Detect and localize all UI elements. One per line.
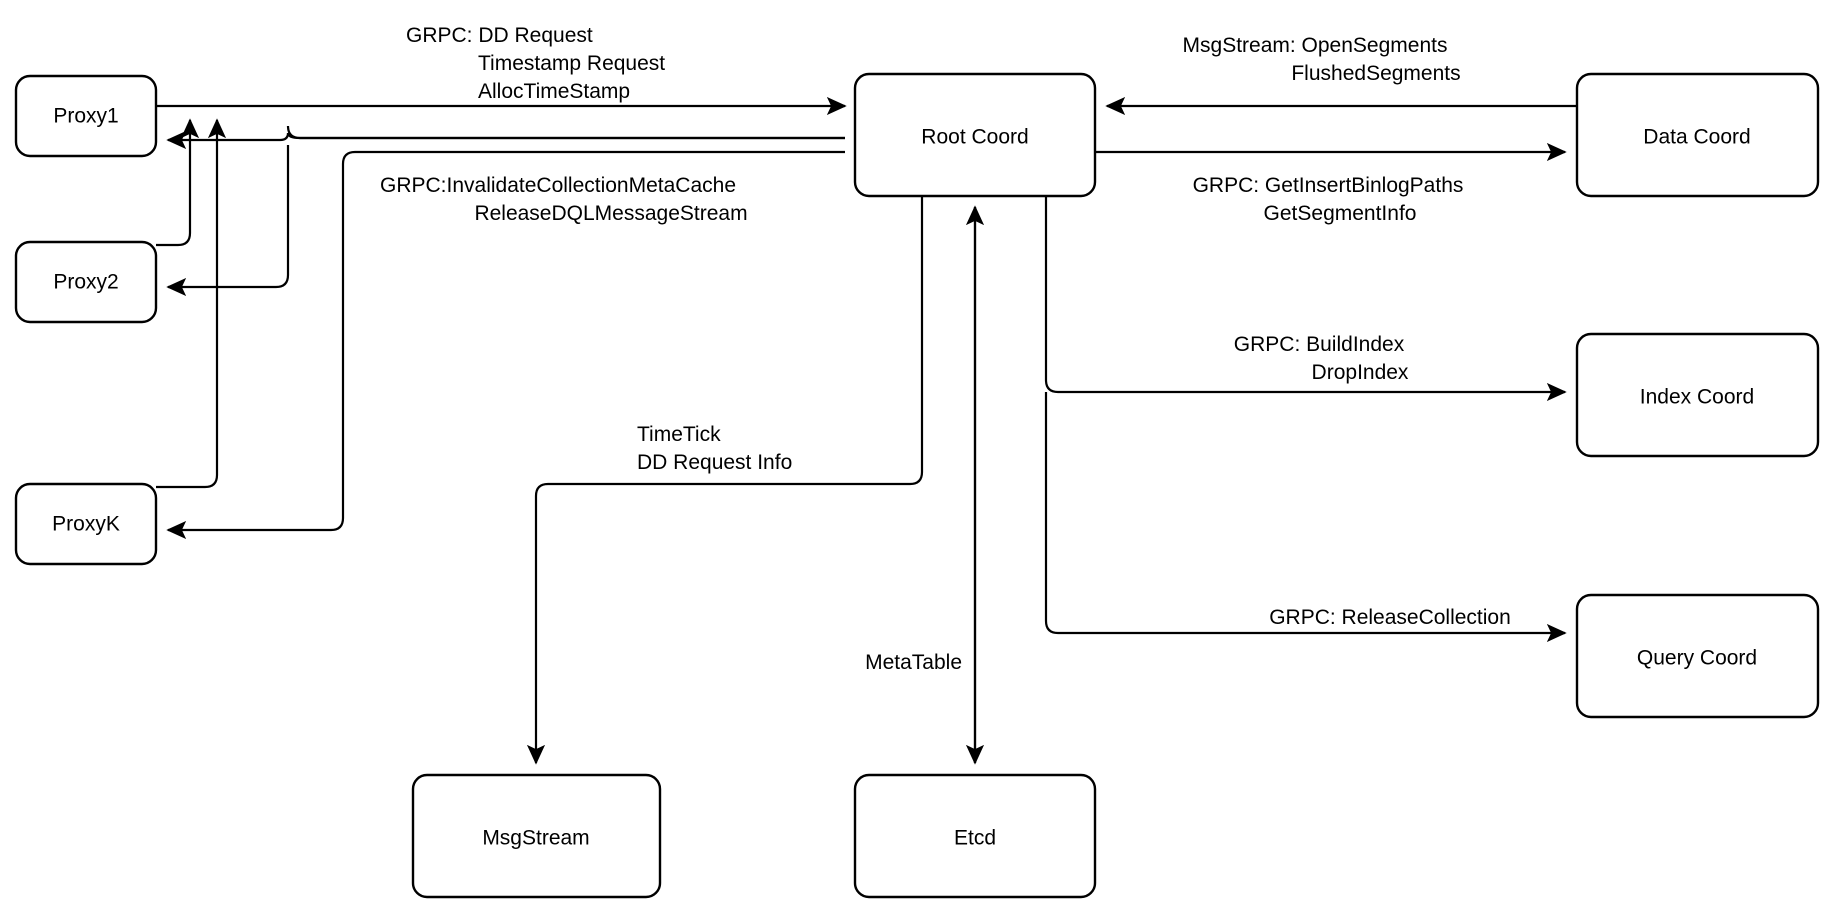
- node-data-coord[interactable]: Data Coord: [1575, 72, 1820, 198]
- label-rootcoord-to-etcd-line1: MetaTable: [865, 651, 962, 674]
- edge-rootcoord-to-indexcoord: [1044, 195, 1567, 402]
- edge-proxy2-to-rootcoord: [156, 118, 200, 247]
- edge-proxyk-to-rootcoord: [156, 118, 227, 489]
- label-proxy-to-rootcoord-line2: Timestamp Request: [478, 52, 665, 75]
- label-proxy-to-rootcoord-line1: GRPC: DD Request: [406, 24, 593, 47]
- node-root-coord-label: Root Coord: [921, 126, 1028, 149]
- label-datacoord-to-rootcoord-line2: FlushedSegments: [1291, 62, 1460, 85]
- node-msgstream-label: MsgStream: [482, 827, 589, 850]
- node-etcd[interactable]: Etcd: [853, 773, 1097, 899]
- edge-rootcoord-to-proxy2: [166, 145, 290, 297]
- label-rootcoord-to-proxy-line2: ReleaseDQLMessageStream: [474, 202, 747, 225]
- label-rootcoord-to-datacoord: GRPC: GetInsertBinlogPaths GetSegmentInf…: [1193, 174, 1464, 225]
- edge-rootcoord-to-querycoord: [1044, 392, 1567, 643]
- edge-rootcoord-to-msgstream: [526, 195, 924, 765]
- node-data-coord-label: Data Coord: [1643, 126, 1750, 149]
- label-rootcoord-to-indexcoord: GRPC: BuildIndex DropIndex: [1234, 333, 1409, 384]
- label-datacoord-to-rootcoord: MsgStream: OpenSegments FlushedSegments: [1183, 34, 1461, 85]
- node-etcd-label: Etcd: [954, 827, 996, 850]
- label-rootcoord-to-indexcoord-line2: DropIndex: [1312, 361, 1409, 384]
- node-query-coord[interactable]: Query Coord: [1575, 593, 1820, 719]
- label-rootcoord-to-querycoord: GRPC: ReleaseCollection: [1269, 606, 1511, 629]
- label-rootcoord-to-msgstream-line1: TimeTick: [637, 423, 721, 446]
- node-proxy1[interactable]: Proxy1: [14, 74, 158, 158]
- node-root-coord[interactable]: Root Coord: [853, 72, 1097, 198]
- edge-rootcoord-to-proxy1: [166, 125, 845, 150]
- label-rootcoord-to-etcd: MetaTable: [865, 651, 962, 674]
- label-rootcoord-to-proxy: GRPC:InvalidateCollectionMetaCache Relea…: [380, 174, 748, 225]
- node-proxy2[interactable]: Proxy2: [14, 240, 158, 324]
- node-proxy1-label: Proxy1: [53, 105, 118, 128]
- node-proxyk[interactable]: ProxyK: [14, 482, 158, 566]
- label-rootcoord-to-datacoord-line2: GetSegmentInfo: [1264, 202, 1417, 225]
- label-rootcoord-to-querycoord-line1: GRPC: ReleaseCollection: [1269, 606, 1511, 629]
- node-index-coord-label: Index Coord: [1640, 386, 1754, 409]
- label-proxy-to-rootcoord: GRPC: DD Request Timestamp Request Alloc…: [406, 24, 665, 103]
- label-rootcoord-to-msgstream-line2: DD Request Info: [637, 451, 792, 474]
- label-rootcoord-to-msgstream: TimeTick DD Request Info: [637, 423, 792, 474]
- node-index-coord[interactable]: Index Coord: [1575, 332, 1820, 458]
- label-rootcoord-to-proxy-line1: GRPC:InvalidateCollectionMetaCache: [380, 174, 736, 197]
- edge-rootcoord-to-proxyk: [166, 150, 845, 540]
- label-datacoord-to-rootcoord-line1: MsgStream: OpenSegments: [1183, 34, 1448, 57]
- label-rootcoord-to-indexcoord-line1: GRPC: BuildIndex: [1234, 333, 1405, 356]
- node-proxyk-label: ProxyK: [52, 513, 120, 536]
- label-rootcoord-to-datacoord-line1: GRPC: GetInsertBinlogPaths: [1193, 174, 1464, 197]
- label-proxy-to-rootcoord-line3: AllocTimeStamp: [478, 80, 630, 103]
- node-proxy2-label: Proxy2: [53, 271, 118, 294]
- node-query-coord-label: Query Coord: [1637, 647, 1757, 670]
- node-msgstream[interactable]: MsgStream: [411, 773, 662, 899]
